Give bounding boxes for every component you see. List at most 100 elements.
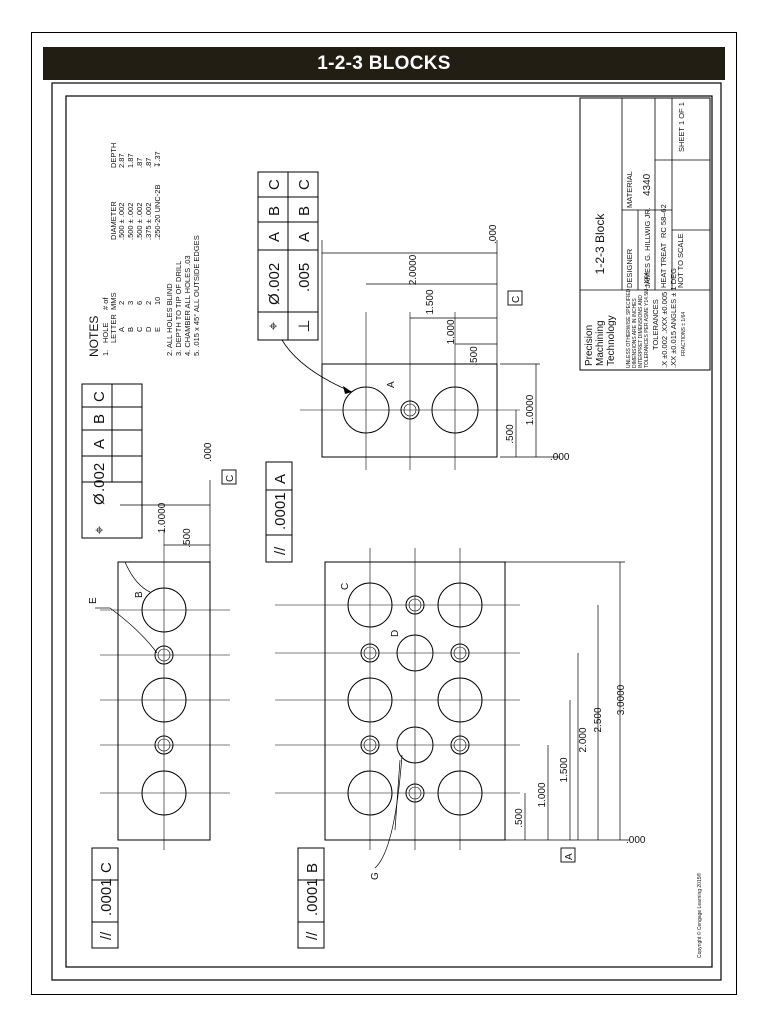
notes-row-a-letter: A	[117, 327, 126, 332]
fcf-datum-b: B	[266, 206, 283, 216]
fcf-tol-005: .005	[296, 263, 313, 292]
datum-c-box-left: C	[225, 475, 236, 482]
unless-note-1: UNLESS OTHERWISE SPECIFIED	[626, 288, 632, 368]
notes-item-2: 2. ALL HOLES BLIND	[165, 283, 174, 356]
notes-row-a-count: 2	[117, 301, 126, 305]
parallel-symbol-b: //	[304, 931, 321, 940]
notes-header-letter: LETTER	[109, 314, 118, 343]
notes-row-d-count: 2	[144, 301, 153, 305]
dim-3-0000-main: 3.0000	[616, 684, 627, 715]
label-g: G	[370, 872, 381, 880]
dim-000-top: .000	[488, 224, 499, 244]
heat-treat-value: RC 58–62	[659, 204, 668, 238]
drawing-inner-border	[65, 95, 713, 968]
slide-frame	[31, 32, 737, 995]
dim-1-500-main: 1.500	[559, 757, 570, 782]
copyright-note: Copyright © Cengage Learning 2015®	[696, 872, 703, 958]
notes-heading: NOTES	[87, 316, 101, 357]
dim-1-000-main: 1.000	[537, 782, 548, 807]
slide-title-text: 1-2-3 BLOCKS	[317, 52, 451, 74]
fcf-tol-002-b: .002	[91, 463, 108, 492]
position-symbol: ⌖	[265, 321, 282, 330]
notes-row-c-count: 6	[135, 301, 144, 305]
notes-header-depth: DEPTH	[109, 143, 118, 168]
designer-label: DESIGNER	[625, 248, 634, 288]
label-a: A	[386, 381, 397, 388]
notes-row-b-count: 3	[126, 301, 135, 305]
datum-a-box: A	[564, 853, 575, 860]
notes-row-a-diameter: .500 ± .002	[117, 203, 126, 240]
datum-c-box-top: C	[511, 296, 522, 303]
dim-1-0000-right: 1.0000	[525, 394, 536, 425]
tolerance-line-3: FRACTIONS ± 1/64	[681, 312, 687, 356]
dim-500-top: .500	[469, 346, 480, 366]
parallel-datum-c: C	[98, 862, 115, 873]
notes-row-c-letter: C	[135, 326, 144, 332]
material-label: MATERIAL	[625, 171, 634, 208]
view-main: // .0001 A C D G	[265, 461, 646, 949]
notes-row-a-depth: 2.87	[117, 153, 126, 168]
notes-row-b-letter: B	[126, 327, 135, 332]
fcf-dia-b: Ø	[91, 493, 108, 505]
fcf-tol-002: .002	[266, 263, 283, 292]
position-symbol-b: ⌖	[91, 525, 108, 534]
notes-header-count: # of	[101, 297, 110, 310]
material-value: 4340	[642, 173, 653, 196]
fcf-position-a: ⌖ Ø .002 A B C ⊥ .005 A B C	[257, 171, 353, 394]
heat-treat-label: HEAT TREAT	[659, 242, 668, 288]
notes-row-c-depth: .87	[135, 158, 144, 168]
parallel-tol-b: .0001	[304, 878, 321, 916]
notes-header-mms: MMS	[109, 293, 118, 311]
dim-2-000-main: 2.000	[578, 727, 589, 752]
designer-name: JAMES G. HILLWIG JR.	[643, 207, 652, 288]
notes-item-3: 3. DEPTH TO TIP OF DRILL	[174, 261, 183, 356]
unless-note-3: INTERPRET DIMENSIONS AND	[638, 295, 644, 368]
notes-row-d-diameter: .375 ± .002	[144, 203, 153, 240]
company-line-3: Technology	[606, 315, 617, 366]
parallel-symbol-c: //	[98, 931, 115, 940]
view-end-b: ⌖ Ø .002 A B C B E 1.0000 .500 .000	[81, 383, 237, 949]
dim-1-0000-left: 1.0000	[157, 502, 168, 533]
label-d: D	[390, 630, 401, 637]
fcf-dia: Ø	[266, 293, 283, 305]
parallel-datum-b: B	[304, 863, 321, 873]
unless-note-4: TOLERANCES PER ASME Y14.5M—1994	[644, 272, 650, 368]
fcf-datum-a-2: A	[296, 232, 313, 242]
notes-row-b-depth: 1.87	[126, 153, 135, 168]
label-e: E	[88, 597, 99, 604]
dim-000-main: .000	[626, 835, 646, 846]
dim-1-000-top: 1.000	[446, 319, 457, 344]
dim-500-right: .500	[505, 424, 516, 444]
notes-row-c-diameter: .500 ± .002	[135, 203, 144, 240]
notes-row-d-depth: .87	[144, 158, 153, 168]
sheet-number: SHEET 1 OF 1	[677, 102, 686, 152]
fcf-datum-a-b: A	[91, 439, 108, 449]
perp-symbol: ⊥	[296, 319, 313, 332]
dim-1-500-top: 1.500	[425, 289, 436, 314]
dim-2-0000: 2.0000	[408, 254, 419, 285]
scale-note: NOT TO SCALE	[676, 233, 685, 288]
fcf-datum-c-b: C	[91, 391, 108, 402]
notes-row-e-diameter: .250-20 UNC-2B	[153, 185, 162, 240]
view-end-a: A 2.0000 1.500 1.000 .500 .000 C .500 1.…	[300, 224, 570, 470]
parallel-symbol-a: //	[272, 546, 289, 555]
notes-item-1: 1.	[101, 350, 110, 356]
tolerance-line-2: .XX ±0.015 ANGLES ± 1 DEG	[669, 268, 678, 368]
notes-row-e-letter: E	[153, 327, 162, 332]
notes-row-b-diameter: .500 ± .002	[126, 203, 135, 240]
unless-note-2: DIMENSIONS ARE IN INCHES	[632, 298, 638, 368]
dim-500-main: .500	[514, 808, 525, 828]
company-line-1: Precision	[584, 325, 595, 366]
parallel-tol-a: .0001	[272, 492, 289, 530]
notes-row-e-depth: ↧.37	[153, 151, 162, 168]
fcf-datum-b-b: B	[91, 414, 108, 424]
drawing-sheet-border	[51, 82, 722, 981]
notes-header-hole: HOLE	[101, 323, 110, 343]
parallel-datum-a: A	[272, 474, 289, 484]
dim-000-right: .000	[550, 452, 570, 463]
fcf-datum-a: A	[266, 232, 283, 242]
label-b: B	[134, 591, 145, 598]
notes-item-5: 5. .015 x 45° ALL OUTSIDE EDGES	[192, 235, 201, 356]
part-name: 1-2-3 Block	[593, 213, 607, 275]
